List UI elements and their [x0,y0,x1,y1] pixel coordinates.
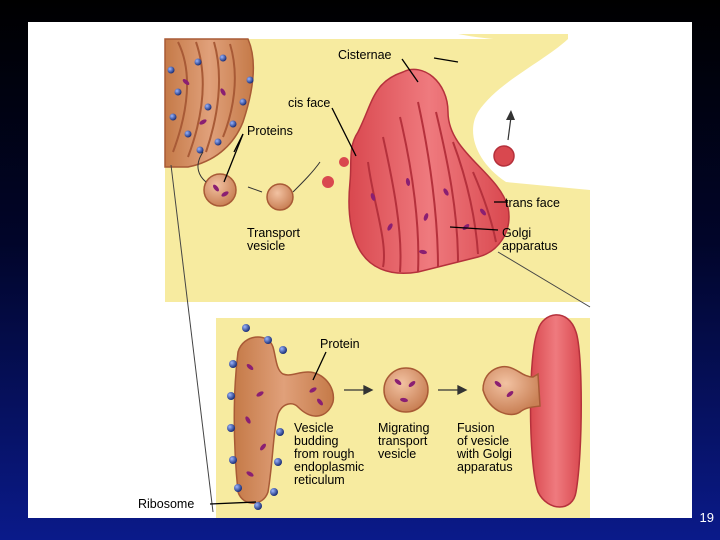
golgi-stack-top [322,68,515,274]
vesicle-small-1 [203,173,237,207]
label-cisternae: Cisternae [338,48,392,62]
proteins-top-er [182,79,226,125]
label-proteins: Proteins [247,124,293,138]
label-trans-face: trans face [505,197,560,210]
page-number: 19 [699,510,714,525]
proteins-bottom-er [245,364,323,477]
process-arrows [344,384,468,396]
label-fusion: Fusion of vesicle with Golgi apparatus [457,422,513,474]
ribosomes-top [167,54,254,154]
label-vesicle-budding-line5: reticulum [294,473,345,487]
leader-lines-top [223,57,508,231]
label-golgi-line2: apparatus [502,239,558,253]
migrating-vesicle [383,367,429,413]
fusing-golgi [482,314,582,508]
secretion-arrow [507,116,512,141]
bottom-panel [209,314,590,518]
label-vesicle-budding-line1: Vesicle [294,421,334,435]
label-cis-rest: face [303,96,331,110]
label-vesicle-budding-line3: from rough [294,447,355,461]
label-transport-vesicle-line2: vesicle [247,239,286,253]
label-migrating-line3: vesicle [378,447,417,461]
label-vesicle-budding-line2: budding [294,434,339,448]
label-ribosome: Ribosome [138,497,195,511]
label-transport-vesicle: Transport vesicle [247,227,300,253]
label-migrating-line1: Migrating [378,421,430,435]
label-fusion-line3: with Golgi [457,447,512,461]
label-vesicle-budding: Vesicle budding from rough endoplasmic r… [294,422,364,487]
rough-er-bottom [233,336,335,504]
label-trans-italic: trans [505,196,533,210]
label-migrating-line2: transport [378,434,428,448]
leader-lines-bottom [209,351,327,505]
label-fusion-line2: of vesicle [457,434,510,448]
label-fusion-line4: apparatus [457,460,513,474]
slide: Cisternae cis face Proteins trans face T… [28,22,692,518]
ribosomes-bottom [227,324,287,510]
proteins-golgi-top [370,178,486,255]
label-cis-italic: cis [288,96,304,110]
label-migrating: Migrating transport vesicle [378,422,429,461]
label-trans-rest: face [532,196,560,210]
label-fusion-line1: Fusion [457,421,495,435]
label-transport-vesicle-line1: Transport [247,226,301,240]
vesicle-small-2 [266,183,294,211]
label-golgi-apparatus: Golgi apparatus [502,227,558,253]
label-protein: Protein [320,337,360,351]
label-golgi-line1: Golgi [502,226,532,240]
golgi-diagram [164,34,591,518]
top-panel [164,34,591,513]
label-vesicle-budding-line4: endoplasmic [294,460,365,474]
label-cis-face: cis face [288,97,330,110]
